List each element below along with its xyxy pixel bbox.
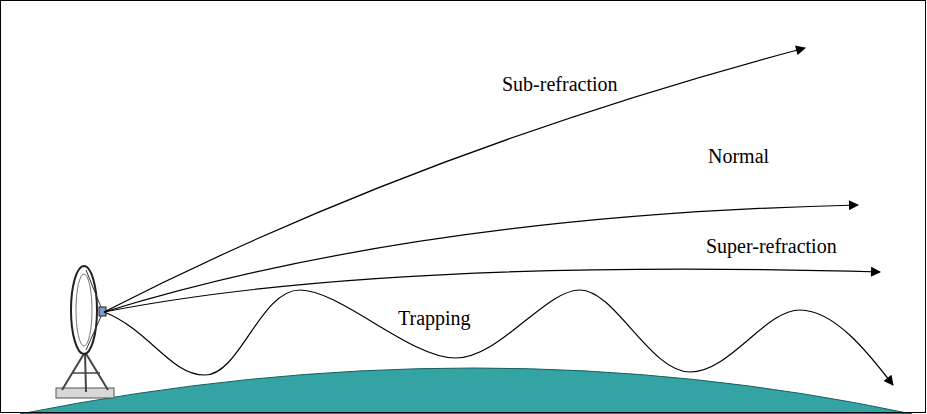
earth-surface [20,368,912,414]
ray-label: Normal [706,144,771,168]
normal-ray [104,205,858,312]
trapping-ray [104,290,893,385]
ray-label: Sub-refraction [500,72,620,96]
ray-paths [104,48,893,385]
radar-antenna [56,266,114,398]
ray-label: Trapping [396,306,473,330]
super-refraction-ray [104,269,880,312]
sub-refraction-ray [104,48,805,312]
ray-label: Super-refraction [704,234,839,258]
